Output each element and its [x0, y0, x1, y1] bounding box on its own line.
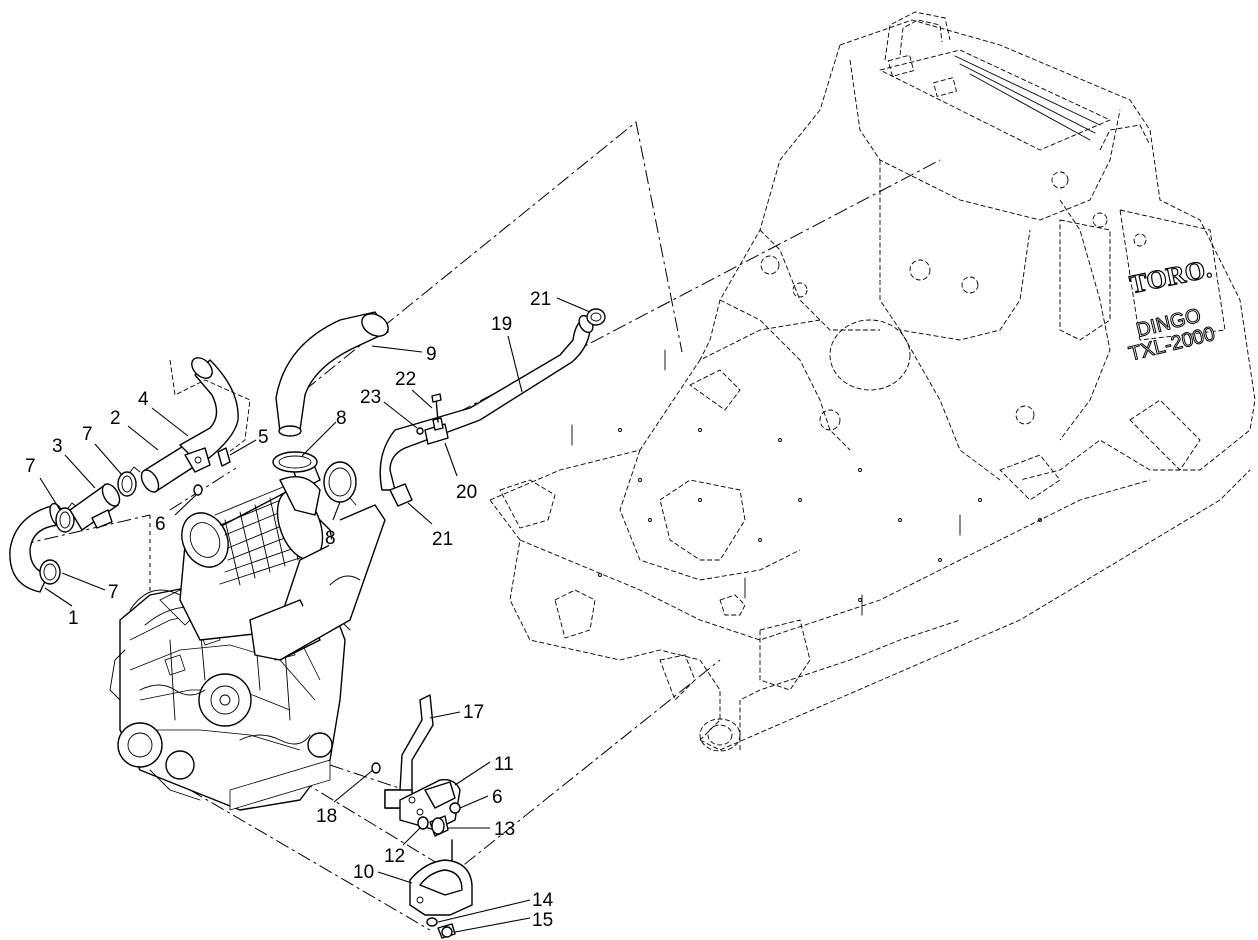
part-15-bolt: [437, 923, 456, 939]
machine-frame-outline: [489, 11, 1256, 752]
callout-17: 17: [463, 702, 484, 723]
part-13-bolt: [429, 815, 449, 837]
callout-6-upper: 6: [155, 514, 166, 535]
callout-leaders: [39, 297, 591, 933]
part-3-air-tube: [69, 483, 121, 531]
toro-decal: TORO.: [1127, 253, 1215, 300]
part-6-nut-upper: [193, 484, 203, 496]
callout-4: 4: [138, 389, 149, 410]
part-7-hose-clamp-c: [39, 559, 61, 585]
part-10-isolator-mount: [409, 839, 473, 916]
part-9-elbow-hose: [275, 311, 389, 437]
callout-3: 3: [52, 436, 63, 457]
callout-10: 10: [353, 862, 374, 883]
callout-19: 19: [491, 314, 512, 335]
part-19-breather-hose: [379, 314, 594, 491]
part-18-bolt: [371, 762, 381, 774]
part-7-hose-clamp-a: [55, 502, 79, 533]
callout-12: 12: [384, 846, 405, 867]
part-12-washer: [417, 816, 429, 830]
part-21-clamp-upper: [586, 308, 606, 326]
callout-13: 13: [494, 819, 515, 840]
part-21-fitting-lower: [389, 483, 413, 507]
callout-15: 15: [532, 910, 553, 931]
part-7-hose-clamp-b: [117, 466, 141, 497]
callout-14: 14: [532, 890, 554, 911]
part-4-intake-tube: [179, 357, 239, 473]
air-cleaner: [179, 454, 386, 661]
callout-23: 23: [360, 387, 381, 408]
part-23-nut: [416, 427, 424, 435]
callout-21-lower: 21: [432, 529, 453, 550]
callout-8-upper: 8: [336, 408, 347, 429]
callout-7-mid: 7: [82, 424, 93, 445]
part-5-bolt: [217, 447, 231, 467]
part-22-screw: [431, 393, 442, 423]
callout-1: 1: [68, 608, 79, 629]
callout-5: 5: [258, 427, 269, 448]
callout-7-lower: 7: [108, 582, 119, 603]
part-8-clamp-a: [272, 451, 318, 473]
part-20-tee-fitting: [424, 417, 449, 445]
callout-18: 18: [316, 806, 337, 827]
callout-8-lower: 8: [325, 528, 336, 549]
callout-22: 22: [395, 369, 416, 390]
brand-text: TORO.: [1127, 254, 1214, 300]
callout-20: 20: [456, 482, 477, 503]
part-6-nut-lower: [449, 802, 461, 814]
part-2-hose: [140, 444, 196, 493]
callout-7-left: 7: [25, 456, 36, 477]
part-8-clamp-b: [323, 461, 357, 506]
callout-9: 9: [426, 344, 437, 365]
callout-6-lower: 6: [492, 787, 503, 808]
callout-11: 11: [494, 754, 514, 775]
callout-2: 2: [110, 408, 121, 429]
callout-21-upper: 21: [530, 289, 551, 310]
part-14-washer: [426, 917, 438, 927]
callout-labels: 1 2 3 4 5 6 6 7 7 7 8 8 9 10 11 12 13 14…: [25, 289, 554, 931]
